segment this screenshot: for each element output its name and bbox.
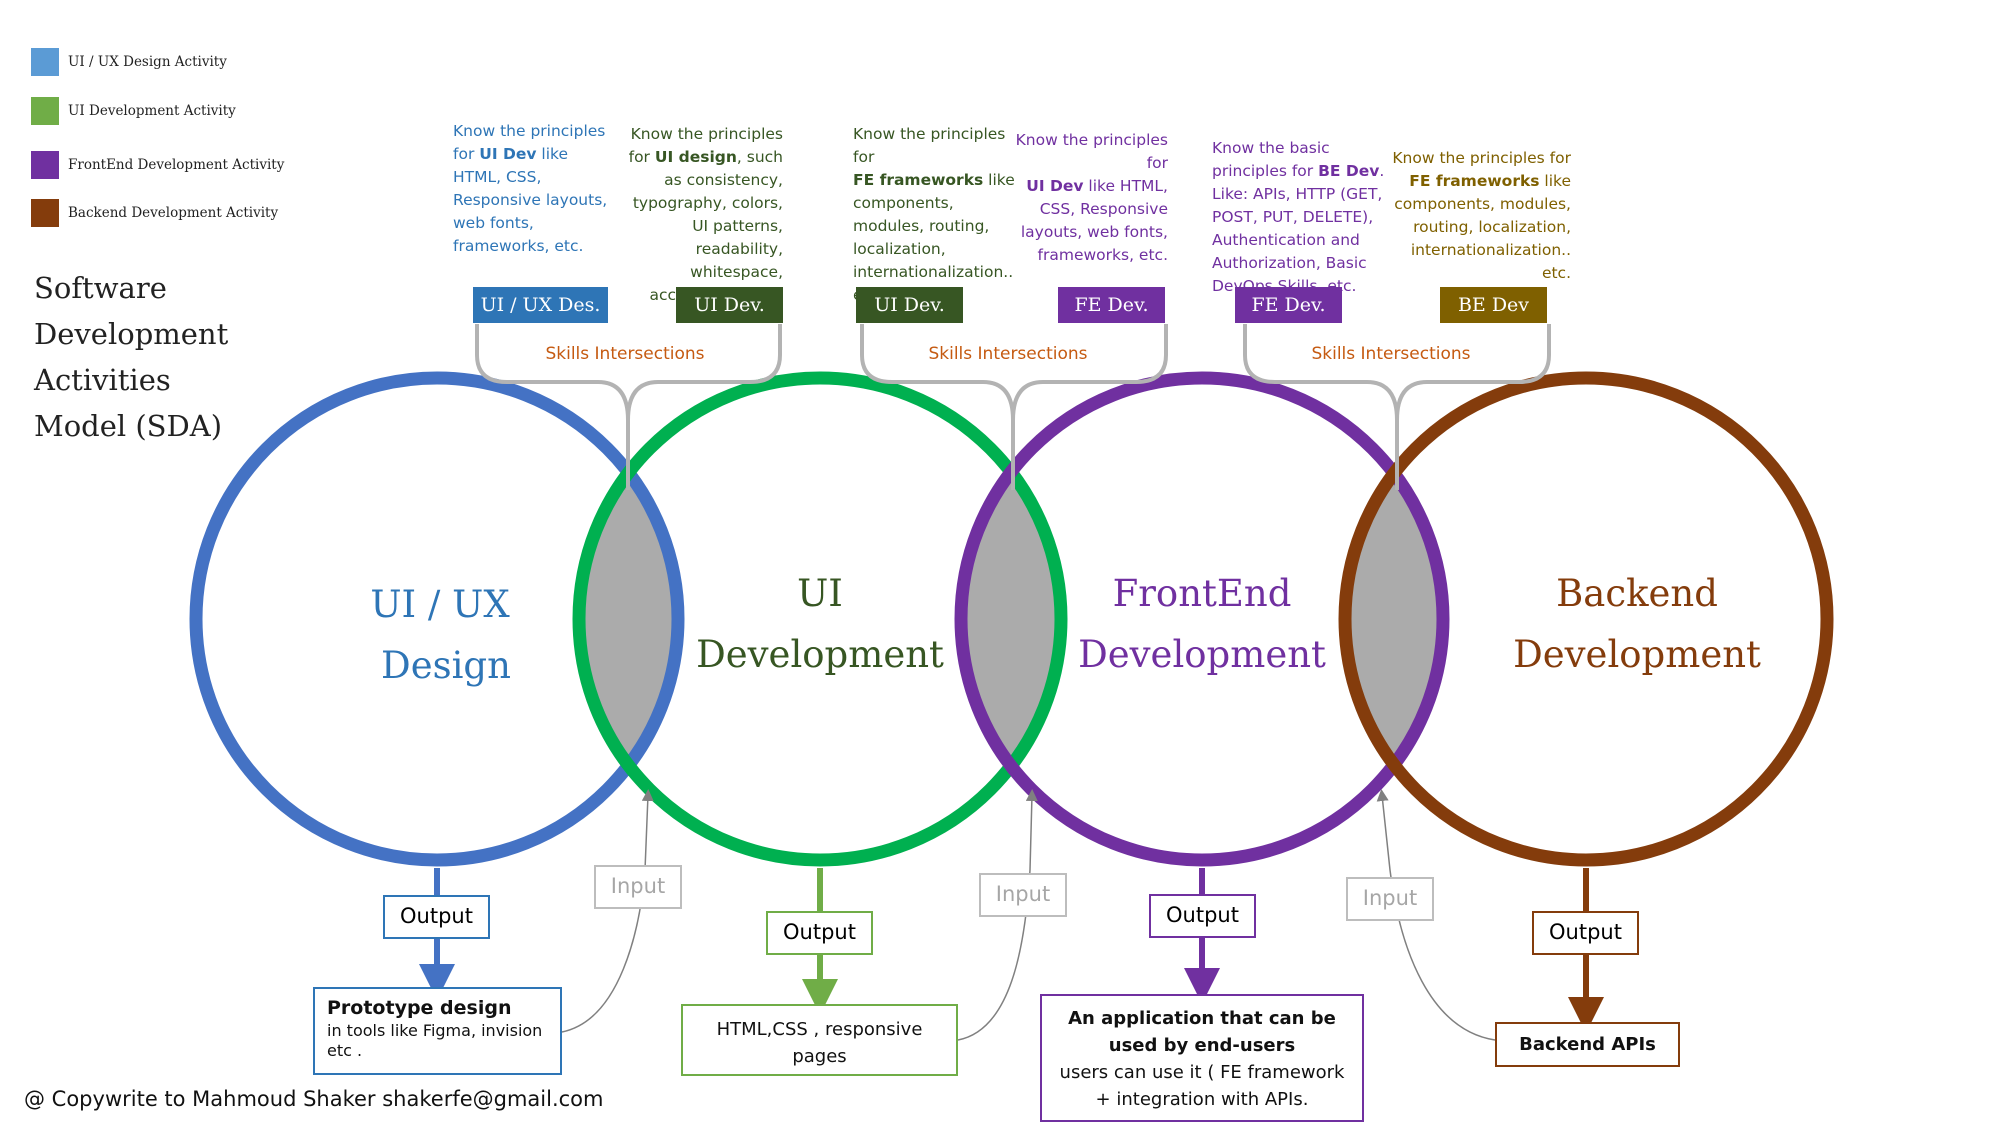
result-application: An application that can be used by end-u… — [1040, 994, 1364, 1122]
result-bold: Backend APIs — [1519, 1034, 1656, 1055]
result-text: HTML,CSS , responsive pages — [716, 1019, 923, 1067]
skills-brackets — [475, 324, 1551, 490]
result-text: users can use it ( FE framework + integr… — [1059, 1062, 1345, 1110]
lens-uidev-fe — [967, 480, 1055, 758]
result-bold: Prototype design — [327, 997, 512, 1019]
legend-swatch-be — [31, 199, 59, 227]
circle-be — [1338, 371, 1834, 867]
output-box-uiux: Output — [383, 895, 490, 939]
legend-label-be: Backend Development Activity — [68, 205, 279, 221]
tag-be-dev: BE Dev — [1440, 287, 1547, 323]
title-line: Software — [34, 271, 167, 305]
activity-circles — [189, 371, 1834, 867]
note-post: . Like: APIs, HTTP (GET, POST, PUT, DELE… — [1212, 162, 1385, 295]
skills-intersections-label: Skills Intersections — [1311, 344, 1471, 364]
tag-fe-dev: FE Dev. — [1058, 287, 1165, 323]
skills-intersections-label: Skills Intersections — [545, 344, 705, 364]
title-line: Activities — [34, 363, 171, 397]
note-pre: Know the principles for — [628, 125, 783, 166]
diagram-title: Software Development Activities Model (S… — [34, 265, 228, 449]
legend-label-uidev: UI Development Activity — [68, 103, 236, 119]
note-uidev-principles-fe: Know the principles for UI Dev like HTML… — [1005, 106, 1168, 267]
note-be-principles: Know the basic principles for BE Dev. Li… — [1212, 114, 1384, 298]
note-uidev-principles: Know the principles for UI Dev like HTML… — [453, 97, 607, 258]
note-bold: UI Dev — [479, 145, 537, 163]
legend-swatch-uidev — [31, 97, 59, 125]
note-uidesign-principles: Know the principles for UI design, such … — [618, 100, 783, 307]
circle-label-uiux: UI / UX Design — [295, 574, 585, 696]
result-text: in tools like Figma, invision etc . — [327, 1021, 543, 1060]
tag-ui-dev: UI Dev. — [856, 287, 963, 323]
input-box-be: Input — [1346, 877, 1434, 921]
note-post: like components, modules, routing, local… — [1394, 172, 1571, 282]
circle-label-line: FrontEnd — [1112, 572, 1292, 615]
note-bold: UI design — [654, 148, 737, 166]
result-bold: An application that can be used by end-u… — [1068, 1008, 1336, 1056]
result-html-css-pages: HTML,CSS , responsive pages — [681, 1004, 958, 1076]
note-post: like components, modules, routing, local… — [853, 171, 1015, 304]
note-bold: UI Dev — [1026, 177, 1084, 195]
note-pre: Know the principles for — [453, 122, 606, 163]
circle-label-uidev: UI Development — [670, 563, 970, 685]
title-line: Model (SDA) — [34, 409, 223, 443]
result-prototype-design: Prototype design in tools like Figma, in… — [313, 987, 562, 1075]
circle-uidev — [572, 371, 1068, 867]
intersection-lenses — [584, 480, 1439, 758]
output-arrows — [419, 868, 1604, 1033]
output-box-be: Output — [1532, 911, 1639, 955]
tag-uiux-des: UI / UX Des. — [473, 287, 608, 323]
note-pre: Know the principles for — [1392, 149, 1571, 167]
circle-label-line: UI / UX — [370, 583, 510, 626]
tag-fe-dev: FE Dev. — [1235, 287, 1342, 323]
legend-swatch-fe — [31, 151, 59, 179]
note-bold: BE Dev — [1318, 162, 1380, 180]
note-fe-frameworks-principles: Know the principles for FE frameworks li… — [853, 100, 1015, 307]
circle-label-line: Design — [381, 644, 511, 687]
note-bold: FE frameworks — [853, 171, 984, 189]
note-fe-frameworks-be: Know the principles for FE frameworks li… — [1385, 124, 1571, 285]
input-box-uidev: Input — [594, 865, 682, 909]
output-box-fe: Output — [1149, 894, 1256, 938]
result-backend-apis: Backend APIs — [1495, 1022, 1680, 1067]
lens-fe-be — [1351, 480, 1439, 758]
legend-label-uiux: UI / UX Design Activity — [68, 54, 227, 70]
circle-label-line: Development — [1513, 633, 1761, 676]
input-box-fe: Input — [979, 873, 1067, 917]
note-pre: Know the principles for — [853, 125, 1006, 166]
legend-swatch-uiux — [31, 48, 59, 76]
title-line: Development — [34, 317, 229, 351]
lens-uiux-uidev — [584, 480, 672, 758]
circle-label-fe: FrontEnd Development — [1052, 563, 1352, 685]
tag-ui-dev: UI Dev. — [676, 287, 783, 323]
note-post: like HTML, CSS, Responsive layouts, web … — [1020, 177, 1168, 264]
note-pre: Know the basic principles for — [1212, 139, 1330, 180]
note-post: , such as consistency, typography, color… — [632, 148, 783, 304]
note-pre: Know the principles for — [1015, 131, 1168, 172]
circle-label-line: Backend — [1556, 572, 1718, 615]
circle-label-line: UI — [797, 572, 843, 615]
output-box-uidev: Output — [766, 911, 873, 955]
note-post: like HTML, CSS, Responsive layouts, web … — [453, 145, 608, 255]
copyright-credit: @ Copywrite to Mahmoud Shaker shakerfe@g… — [24, 1087, 604, 1111]
skills-intersections-label: Skills Intersections — [928, 344, 1088, 364]
circle-label-line: Development — [1078, 633, 1326, 676]
legend-label-fe: FrontEnd Development Activity — [68, 157, 285, 173]
circle-label-line: Development — [696, 633, 944, 676]
circle-label-be: Backend Development — [1487, 563, 1787, 685]
circle-uiux — [189, 371, 685, 867]
circle-fe — [954, 371, 1450, 867]
note-bold: FE frameworks — [1409, 172, 1540, 190]
